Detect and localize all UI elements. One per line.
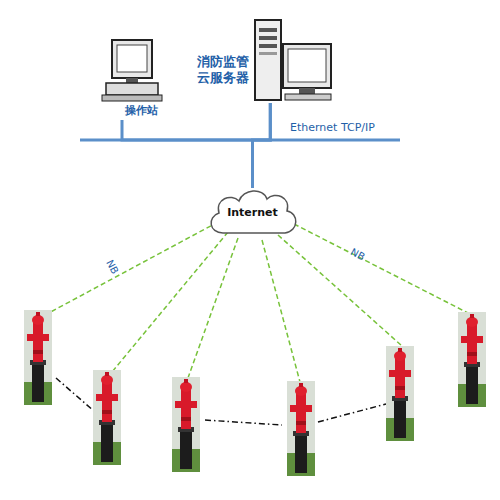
link-label: NB — [104, 258, 120, 276]
hydrant-icons — [24, 310, 486, 476]
network-connector — [253, 103, 271, 188]
node-label: 操作站 — [125, 104, 170, 118]
operator-station: 操作站 — [100, 38, 170, 120]
node-label: Internet — [205, 206, 300, 220]
internet-cloud: Internet — [205, 185, 300, 241]
bus-protocol-label: Ethernet TCP/IP — [290, 121, 375, 134]
cloud-server: 消防监管 云服务器 — [195, 18, 337, 103]
link-label: NB — [349, 246, 367, 262]
network-connector — [122, 103, 270, 140]
node-label: 消防监管 云服务器 — [197, 54, 253, 87]
